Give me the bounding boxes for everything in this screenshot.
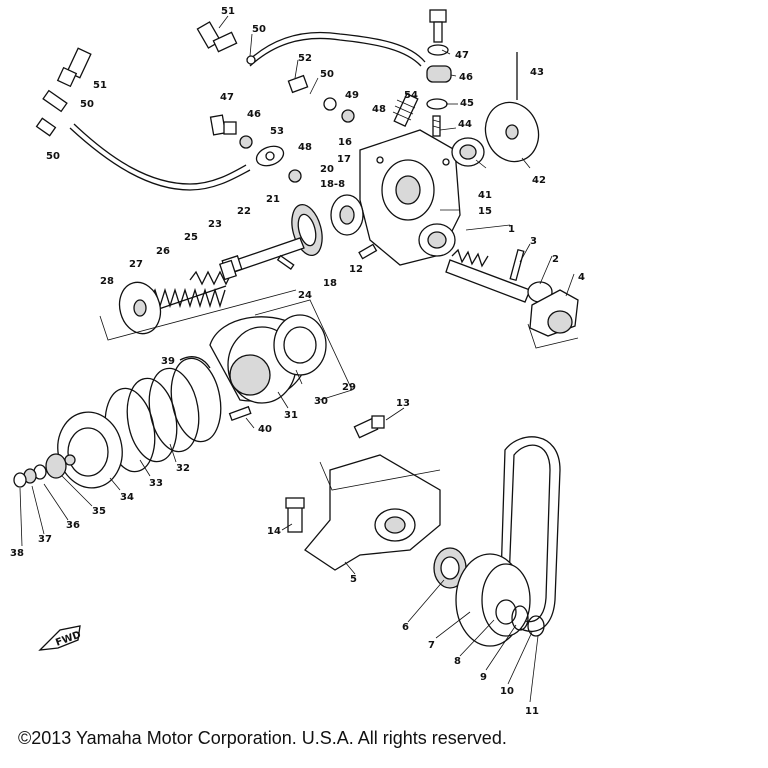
callout-labels: 51 50 52 50 47 46 43 51 50 50 49 48 54 4… xyxy=(10,6,585,717)
callout-label: 25 xyxy=(184,232,198,243)
callout-label: 41 xyxy=(478,190,492,201)
callout-label: 35 xyxy=(92,506,106,517)
callout-label: 5 xyxy=(350,574,357,585)
washers-9-11 xyxy=(511,605,545,637)
spring-27 xyxy=(149,285,227,313)
callout-label: 7 xyxy=(428,640,435,651)
callout-label: 30 xyxy=(314,396,328,407)
leader-lines xyxy=(19,15,575,703)
callout-label: 53 xyxy=(270,126,284,137)
callout-label: 54 xyxy=(404,90,418,101)
callout-label: 52 xyxy=(298,53,312,64)
callout-label: 29 xyxy=(342,382,356,393)
callout-label: 40 xyxy=(258,424,272,435)
washer-stack-35-38 xyxy=(13,453,67,488)
callout-label: 10 xyxy=(500,686,514,697)
worm-gear-assembly xyxy=(221,194,364,275)
callout-label: 38 xyxy=(10,548,24,559)
callout-label: 48 xyxy=(298,142,312,153)
callout-label: 24 xyxy=(298,290,312,301)
callout-label: 14 xyxy=(267,526,281,537)
bolt-13 xyxy=(353,415,385,439)
small-hardware-top xyxy=(209,93,419,183)
spring-26 xyxy=(189,259,237,286)
clutch-housing xyxy=(179,299,353,404)
callout-label: 47 xyxy=(220,92,234,103)
callout-label: 39 xyxy=(161,356,175,367)
callout-label: 46 xyxy=(459,72,473,83)
callout-label: 43 xyxy=(530,67,544,78)
callout-label: 21 xyxy=(266,194,280,205)
callout-label: 44 xyxy=(458,119,472,130)
sheave-7-8 xyxy=(455,553,531,647)
pin-24 xyxy=(276,254,295,270)
callout-label: 47 xyxy=(455,50,469,61)
callout-label: 8 xyxy=(454,656,461,667)
callout-label: 9 xyxy=(480,672,487,683)
callout-label: 15 xyxy=(478,206,492,217)
callout-label: 17 xyxy=(337,154,351,165)
callout-label: 42 xyxy=(532,175,546,186)
callout-label: 46 xyxy=(247,109,261,120)
callout-label: 31 xyxy=(284,410,298,421)
callout-label: 48 xyxy=(372,104,386,115)
callout-label: 45 xyxy=(460,98,474,109)
callout-label: 13 xyxy=(396,398,410,409)
gear-housing xyxy=(359,129,485,266)
assembly-box-upper xyxy=(99,289,297,341)
callout-label: 1 xyxy=(508,224,515,235)
bearing-6 xyxy=(433,547,467,589)
callout-label: 51 xyxy=(221,6,235,17)
callout-label: 50 xyxy=(252,24,266,35)
callout-label: 37 xyxy=(38,534,52,545)
front-arrow-icon: FWD xyxy=(38,625,83,651)
callout-label: 11 xyxy=(525,706,539,717)
callout-label: 32 xyxy=(176,463,190,474)
disc-42 xyxy=(484,101,540,163)
bracket-5 xyxy=(304,454,441,571)
callout-label: 22 xyxy=(237,206,251,217)
parts-diagram: FWD 51 50 52 50 47 46 43 51 50 50 49 48 … xyxy=(10,6,585,717)
callout-label: 18 xyxy=(323,278,337,289)
bolt-14 xyxy=(285,497,305,533)
callout-label: 12 xyxy=(349,264,363,275)
callout-label: 33 xyxy=(149,478,163,489)
callout-label: 28 xyxy=(100,276,114,287)
callout-label: 50 xyxy=(46,151,60,162)
secondary-shaft xyxy=(445,248,579,349)
callout-label: 23 xyxy=(208,219,222,230)
bolt-12 xyxy=(358,243,378,260)
callout-label: 2 xyxy=(552,254,559,265)
bolt-stack-right xyxy=(426,9,452,137)
callout-label: 50 xyxy=(80,99,94,110)
callout-label: 34 xyxy=(120,492,134,503)
callout-label: 27 xyxy=(129,259,143,270)
callout-label: 20 xyxy=(320,164,334,175)
plate-28 xyxy=(118,281,162,335)
callout-label: 4 xyxy=(578,272,585,283)
callout-label: 6 xyxy=(402,622,409,633)
callout-label: 49 xyxy=(345,90,359,101)
callout-label: 3 xyxy=(530,236,537,247)
callout-label: 36 xyxy=(66,520,80,531)
tachometer-cable xyxy=(35,47,285,191)
callout-label: 50 xyxy=(320,69,334,80)
callout-label: 16 xyxy=(338,137,352,148)
callout-label: 18-8 xyxy=(320,179,345,190)
clutch-spring-32-33 xyxy=(104,357,222,473)
callout-label: 26 xyxy=(156,246,170,257)
callout-label: 51 xyxy=(93,80,107,91)
bolt-40 xyxy=(228,405,252,422)
sheave-34 xyxy=(57,411,123,489)
copyright-notice: ©2013 Yamaha Motor Corporation. U.S.A. A… xyxy=(18,728,507,748)
